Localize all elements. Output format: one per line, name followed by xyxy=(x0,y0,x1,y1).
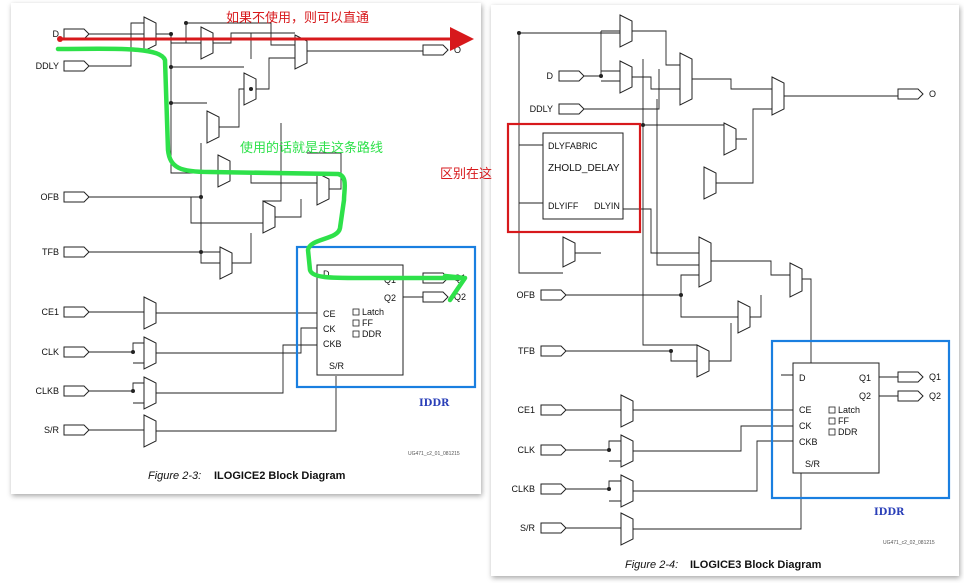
port-ce1: CE1 xyxy=(517,404,567,416)
svg-text:OFB: OFB xyxy=(516,290,535,300)
svg-text:Q2: Q2 xyxy=(454,292,466,302)
bypass-note: 如果不使用，则可以直通 xyxy=(226,10,369,26)
svg-text:ZHOLD_DELAY: ZHOLD_DELAY xyxy=(548,163,620,174)
svg-text:CLK: CLK xyxy=(41,347,59,357)
figure-caption-title: ILOGICE3 Block Diagram xyxy=(690,559,822,571)
port-clkb: CLKB xyxy=(35,385,90,397)
port-tfb: TFB xyxy=(42,246,90,258)
svg-text:DLYIN: DLYIN xyxy=(594,201,620,211)
usage-route-path xyxy=(55,46,468,303)
mux-group xyxy=(562,14,803,546)
svg-text:CE: CE xyxy=(799,405,812,415)
port-o: O xyxy=(897,88,936,100)
ilogice2-panel: D DDLY OFB TFB CE1 CLK CLKB S/R O xyxy=(11,3,481,494)
port-ofb: OFB xyxy=(40,191,90,203)
port-ce1: CE1 xyxy=(41,306,90,318)
svg-text:S/R: S/R xyxy=(329,361,345,371)
port-sr: S/R xyxy=(520,522,567,534)
svg-text:S/R: S/R xyxy=(805,459,821,469)
svg-text:CLK: CLK xyxy=(517,445,535,455)
svg-text:O: O xyxy=(929,89,936,99)
wiring xyxy=(89,21,423,432)
iddr-highlight-box xyxy=(295,245,477,389)
port-q1: Q1 xyxy=(897,371,941,383)
port-d: D xyxy=(547,70,585,82)
svg-text:DDR: DDR xyxy=(362,329,382,339)
iddr-block: D CE CK CKB S/R Q1 Q2 Latch FF DDR xyxy=(316,264,404,376)
svg-text:S/R: S/R xyxy=(520,523,536,533)
port-ofb: OFB xyxy=(516,289,567,301)
svg-text:CE1: CE1 xyxy=(41,307,59,317)
port-tfb: TFB xyxy=(518,345,567,357)
iddr-highlight-box xyxy=(770,339,951,500)
svg-text:DDLY: DDLY xyxy=(530,104,553,114)
svg-text:TFB: TFB xyxy=(518,346,535,356)
port-q2: Q2 xyxy=(897,390,941,402)
svg-text:S/R: S/R xyxy=(44,425,60,435)
svg-text:Q2: Q2 xyxy=(929,391,941,401)
wiring xyxy=(517,30,898,530)
svg-text:CLKB: CLKB xyxy=(35,386,59,396)
iddr-block: D CE CK CKB S/R Q1 Q2 Latch FF DDR xyxy=(792,362,880,474)
ilogice2-diagram: D DDLY OFB TFB CE1 CLK CLKB S/R O xyxy=(35,16,477,482)
part-number: UG471_c2_01_081215 xyxy=(408,451,460,457)
svg-text:Q1: Q1 xyxy=(859,373,871,383)
svg-text:OFB: OFB xyxy=(40,192,59,202)
ilogice3-panel: D DDLY OFB TFB CE1 CLK CLKB S/R O DLYFAB… xyxy=(491,5,959,576)
zhold-delay-block: DLYFABRIC ZHOLD_DELAY DLYIFF DLYIN xyxy=(542,132,624,220)
port-ddly: DDLY xyxy=(36,60,90,72)
svg-text:Q1: Q1 xyxy=(929,372,941,382)
svg-text:FF: FF xyxy=(362,318,373,328)
svg-text:TFB: TFB xyxy=(42,247,59,257)
svg-text:DDR: DDR xyxy=(838,427,858,437)
port-clk: CLK xyxy=(41,346,90,358)
svg-text:Q2: Q2 xyxy=(384,293,396,303)
figure-caption-title: ILOGICE2 Block Diagram xyxy=(214,470,346,482)
svg-text:Q2: Q2 xyxy=(859,391,871,401)
port-clkb: CLKB xyxy=(511,483,567,495)
svg-text:D: D xyxy=(53,29,60,39)
port-q2: Q2 xyxy=(422,291,466,303)
svg-text:CK: CK xyxy=(323,324,336,334)
svg-text:FF: FF xyxy=(838,416,849,426)
bypass-arrow-start xyxy=(57,36,63,42)
svg-text:DLYIFF: DLYIFF xyxy=(548,201,579,211)
difference-highlight-box xyxy=(506,122,642,234)
ilogice3-diagram: D DDLY OFB TFB CE1 CLK CLKB S/R O DLYFAB… xyxy=(511,14,951,571)
svg-text:CKB: CKB xyxy=(799,437,818,447)
port-sr: S/R xyxy=(44,424,90,436)
svg-text:D: D xyxy=(547,71,554,81)
iddr-highlight-label: IDDR xyxy=(874,507,905,518)
svg-text:DLYFABRIC: DLYFABRIC xyxy=(548,141,598,151)
iddr-highlight-label: IDDR xyxy=(419,398,450,409)
svg-text:DDLY: DDLY xyxy=(36,61,59,71)
route-note: 使用的话就是走这条路线 xyxy=(240,140,383,156)
svg-text:D: D xyxy=(799,373,806,383)
port-d: D xyxy=(53,28,90,40)
svg-text:CKB: CKB xyxy=(323,339,342,349)
difference-note: 区别在这 xyxy=(440,166,492,182)
svg-text:CK: CK xyxy=(799,421,812,431)
part-number: UG471_c2_02_081215 xyxy=(883,540,935,546)
svg-text:Latch: Latch xyxy=(362,307,384,317)
svg-text:CLKB: CLKB xyxy=(511,484,535,494)
port-ddly: DDLY xyxy=(530,103,585,115)
figure-caption-prefix: Figure 2-3: xyxy=(148,470,201,482)
svg-text:Latch: Latch xyxy=(838,405,860,415)
svg-text:CE: CE xyxy=(323,309,336,319)
figure-caption-prefix: Figure 2-4: xyxy=(625,559,678,571)
port-clk: CLK xyxy=(517,444,567,456)
svg-text:CE1: CE1 xyxy=(517,405,535,415)
svg-text:D: D xyxy=(323,269,330,279)
